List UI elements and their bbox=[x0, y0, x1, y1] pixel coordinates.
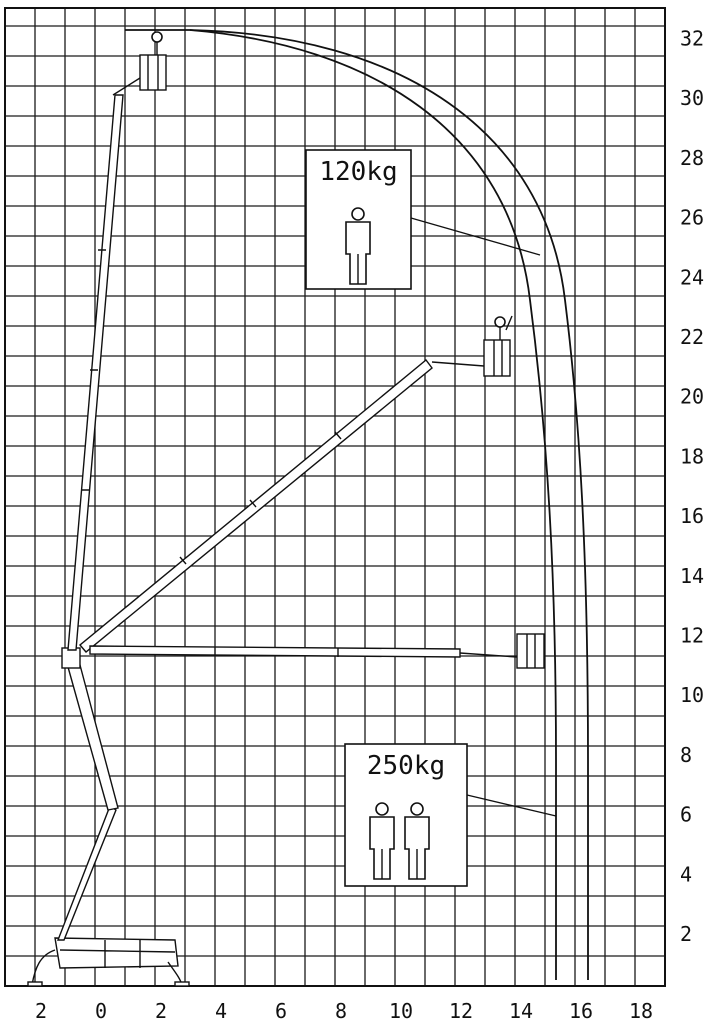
grid-frame bbox=[4, 7, 666, 987]
leader-120kg bbox=[410, 217, 541, 256]
x-tick-label: 8 bbox=[335, 999, 347, 1023]
x-tick-label: 14 bbox=[509, 999, 533, 1023]
y-tick-label: 22 bbox=[680, 325, 704, 349]
load-box-120kg: 120kg bbox=[305, 149, 412, 290]
platform-top bbox=[112, 31, 167, 96]
platform-low bbox=[459, 633, 545, 669]
y-tick-label: 6 bbox=[680, 803, 692, 827]
person-icon bbox=[404, 802, 430, 880]
boom-diagonal bbox=[79, 358, 433, 653]
lower-boom bbox=[56, 647, 119, 941]
y-tick-label: 8 bbox=[680, 743, 692, 767]
y-tick-label: 32 bbox=[680, 27, 704, 51]
y-tick-label: 18 bbox=[680, 444, 704, 468]
y-tick-label: 30 bbox=[680, 86, 704, 110]
y-tick-label: 2 bbox=[680, 922, 692, 946]
boom-horizontal bbox=[89, 645, 461, 658]
x-tick-label: 2 bbox=[35, 999, 47, 1023]
x-tick-label: 0 bbox=[95, 999, 107, 1023]
x-tick-label: 18 bbox=[629, 999, 653, 1023]
y-tick-label: 16 bbox=[680, 504, 704, 528]
y-tick-label: 12 bbox=[680, 624, 704, 648]
y-tick-label: 14 bbox=[680, 564, 704, 588]
y-tick-label: 26 bbox=[680, 206, 704, 230]
person-icon bbox=[345, 207, 371, 285]
load-box-250kg: 250kg bbox=[344, 743, 468, 887]
leader-250kg bbox=[466, 794, 557, 817]
x-tick-label: 16 bbox=[569, 999, 593, 1023]
x-tick-label: 2 bbox=[155, 999, 167, 1023]
x-axis-tick-labels: 2 0 2 4 6 8 10 12 14 16 18 bbox=[35, 999, 653, 1023]
person-icon bbox=[369, 802, 395, 880]
y-tick-label: 28 bbox=[680, 146, 704, 170]
load-label-250kg: 250kg bbox=[367, 751, 445, 781]
outer-envelope-curve bbox=[125, 29, 589, 980]
y-tick-label: 24 bbox=[680, 265, 704, 289]
x-tick-label: 10 bbox=[389, 999, 413, 1023]
y-tick-label: 20 bbox=[680, 385, 704, 409]
x-tick-label: 12 bbox=[449, 999, 473, 1023]
load-label-120kg: 120kg bbox=[319, 157, 397, 187]
machine-base bbox=[27, 937, 190, 987]
y-tick-label: 10 bbox=[680, 683, 704, 707]
x-tick-label: 4 bbox=[215, 999, 227, 1023]
platform-mid bbox=[431, 315, 513, 377]
y-tick-label: 4 bbox=[680, 862, 692, 886]
grid-border bbox=[4, 7, 666, 987]
boom-vertical bbox=[67, 94, 124, 651]
x-tick-label: 6 bbox=[275, 999, 287, 1023]
inner-envelope-curve bbox=[189, 29, 557, 980]
